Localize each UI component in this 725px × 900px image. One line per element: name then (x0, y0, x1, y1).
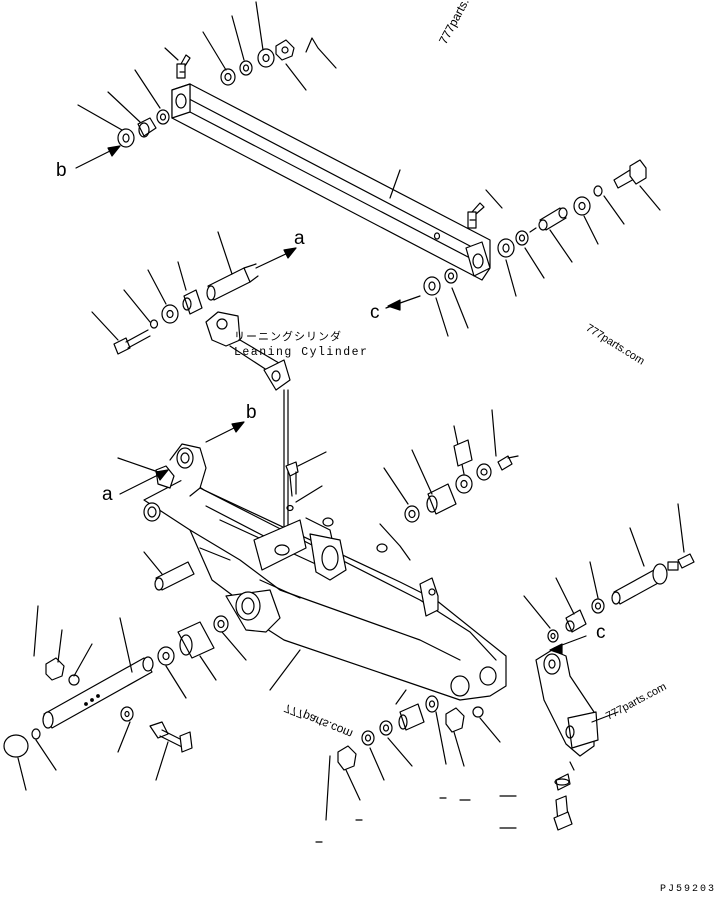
bolt-center (285, 451, 327, 512)
callout-arrow-a-left (117, 457, 169, 495)
callout-arrow-b-left (205, 421, 245, 443)
figure-code: PJ59203 (660, 884, 717, 895)
right-link-arm (535, 649, 619, 831)
callout-arrow-c-mid (385, 268, 469, 337)
callout-b-left: b (246, 402, 257, 423)
lower-middle-parts (325, 689, 501, 821)
callout-a-left: a (102, 484, 113, 505)
cylinder-label-jp: リーニングシリンダ (234, 332, 342, 344)
upper-left-parts (77, 69, 170, 148)
lower-left-parts (3, 605, 301, 791)
callout-c-right: c (596, 622, 606, 643)
callout-b-top: b (56, 160, 67, 181)
callout-a-top: a (294, 228, 305, 249)
callout-arrow-a-top (255, 247, 297, 269)
frame-upper-right-parts (383, 409, 519, 523)
bottom-leaders (315, 795, 517, 843)
callout-c-mid: c (370, 302, 380, 323)
cylinder-pin-parts (91, 231, 259, 355)
main-frame (143, 443, 507, 701)
callout-arrow-c-right (549, 635, 587, 655)
grease-fitting-upper-left (176, 54, 191, 79)
frame-right-parts (523, 503, 695, 643)
upper-right-parts (485, 159, 661, 297)
upper-top-parts (164, 1, 337, 91)
tie-bar (171, 83, 491, 281)
cylinder-label-en: Leaning Cylinder (234, 346, 369, 359)
callout-arrow-b-top (75, 145, 121, 169)
frame-pin (143, 551, 195, 591)
grease-fitting-right (467, 202, 485, 229)
